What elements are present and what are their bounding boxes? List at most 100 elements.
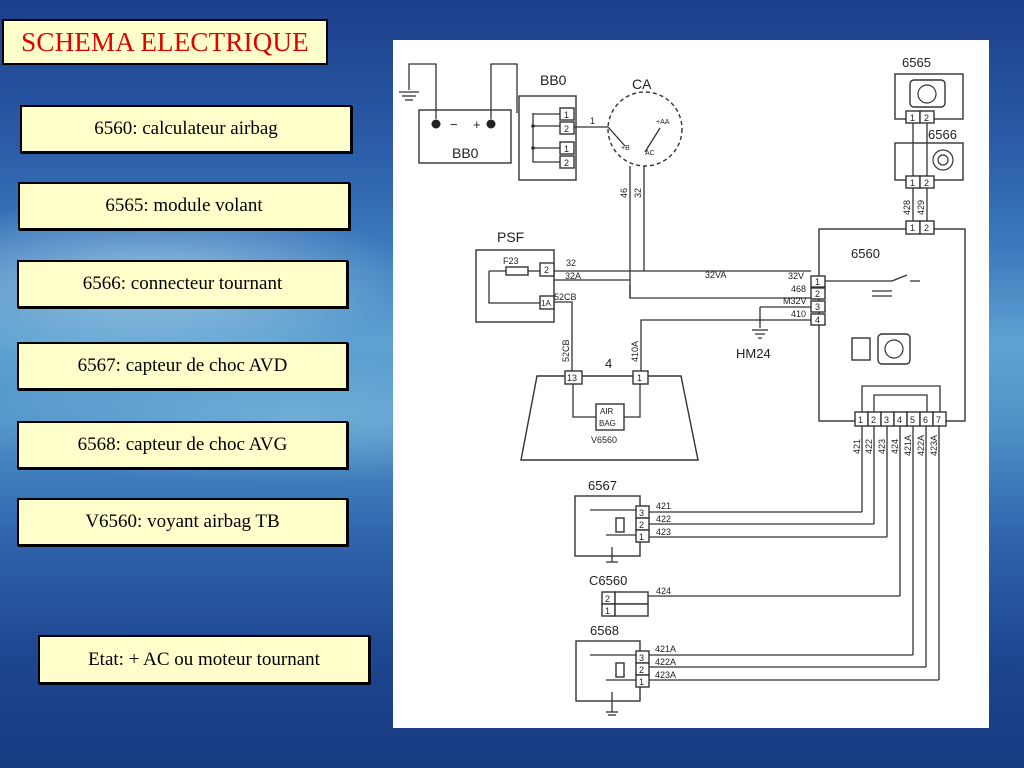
psf-label: PSF	[497, 229, 524, 245]
svg-text:32A: 32A	[565, 271, 581, 281]
legend-6560: 6560: calculateur airbag	[20, 105, 352, 153]
svg-text:3: 3	[639, 653, 644, 663]
svg-text:+AA: +AA	[656, 119, 670, 126]
svg-text:2: 2	[815, 289, 820, 299]
svg-text:5: 5	[910, 415, 915, 425]
svg-text:1A: 1A	[541, 299, 551, 308]
bb0-battery: − + BB0	[418, 109, 512, 164]
svg-text:3: 3	[639, 508, 644, 518]
svg-text:421A: 421A	[655, 644, 676, 654]
svg-text:2: 2	[605, 594, 610, 604]
connector-6566: 6566 1 2	[894, 127, 964, 189]
svg-text:4: 4	[897, 415, 902, 425]
legend-6567: 6567: capteur de choc AVD	[17, 342, 348, 390]
svg-text:46: 46	[619, 188, 629, 198]
slide-title: SCHEMA ELECTRIQUE	[2, 19, 328, 65]
legend-v6560: V6560: voyant airbag TB	[17, 498, 348, 546]
svg-text:BAG: BAG	[599, 419, 616, 428]
legend-6566: 6566: connecteur tournant	[17, 260, 348, 308]
connector-c6560: C6560 2 1	[589, 573, 649, 617]
wiring-diagram: − + BB0 BB0 1 2 1 2 1 CA +AA +B AC	[393, 40, 989, 728]
svg-text:2: 2	[871, 415, 876, 425]
svg-text:M32V: M32V	[783, 296, 807, 306]
svg-text:3: 3	[815, 302, 820, 312]
svg-text:2: 2	[639, 665, 644, 675]
svg-text:410: 410	[791, 309, 806, 319]
bb0-fusebox: BB0 1 2 1 2	[518, 72, 577, 181]
svg-text:32VA: 32VA	[705, 270, 726, 280]
svg-text:428: 428	[902, 200, 912, 215]
svg-text:6567: 6567	[588, 478, 617, 493]
svg-text:4: 4	[815, 315, 820, 325]
svg-text:424: 424	[656, 586, 671, 596]
svg-text:6566: 6566	[928, 127, 957, 142]
svg-text:1: 1	[564, 144, 569, 154]
svg-text:1: 1	[815, 277, 820, 287]
svg-text:1: 1	[590, 116, 595, 126]
svg-text:AIR: AIR	[600, 407, 614, 416]
svg-text:424: 424	[890, 439, 900, 454]
svg-text:1: 1	[605, 606, 610, 616]
svg-text:2: 2	[544, 265, 549, 275]
hm24-label: HM24	[736, 346, 771, 361]
svg-text:429: 429	[916, 200, 926, 215]
svg-text:422: 422	[864, 439, 874, 454]
svg-text:52CB: 52CB	[561, 339, 571, 362]
svg-text:468: 468	[791, 284, 806, 294]
svg-text:1: 1	[910, 178, 915, 188]
svg-text:+B: +B	[621, 145, 630, 152]
v6560-label: V6560	[591, 435, 617, 445]
calculator-6560: 1 2 6560 1 2 3 4 1 2 3 4 5 6 7	[810, 220, 966, 427]
svg-text:2: 2	[639, 520, 644, 530]
svg-text:2: 2	[924, 178, 929, 188]
svg-text:AC: AC	[645, 150, 655, 157]
psf-fusebox: PSF F23 2 1A	[475, 229, 555, 323]
svg-text:13: 13	[567, 373, 577, 383]
svg-text:32: 32	[566, 258, 576, 268]
svg-text:2: 2	[924, 223, 929, 233]
svg-text:423A: 423A	[929, 435, 939, 456]
svg-text:2: 2	[924, 113, 929, 123]
svg-text:1: 1	[639, 532, 644, 542]
svg-text:32: 32	[633, 188, 643, 198]
svg-text:F23: F23	[503, 256, 519, 266]
svg-text:4: 4	[605, 356, 612, 371]
svg-text:1: 1	[639, 677, 644, 687]
svg-text:1: 1	[564, 110, 569, 120]
module-6565: 6565 1 2	[894, 55, 964, 124]
svg-text:423A: 423A	[655, 670, 676, 680]
svg-text:421: 421	[656, 501, 671, 511]
block-4-airbag: 4 13 1 AIR BAG V6560	[520, 356, 699, 461]
svg-text:6568: 6568	[590, 623, 619, 638]
sensor-6568: 6568 3 2 1	[575, 623, 650, 716]
svg-text:7: 7	[936, 415, 941, 425]
svg-text:2: 2	[564, 158, 569, 168]
svg-text:52CB: 52CB	[554, 292, 577, 302]
svg-text:421A: 421A	[903, 435, 913, 456]
svg-text:1: 1	[910, 113, 915, 123]
svg-text:6565: 6565	[902, 55, 931, 70]
svg-text:32V: 32V	[788, 271, 804, 281]
svg-text:410A: 410A	[630, 341, 640, 362]
svg-text:1: 1	[637, 373, 642, 383]
bb0-battery-label: BB0	[452, 145, 479, 161]
svg-text:6560: 6560	[851, 246, 880, 261]
svg-text:1: 1	[910, 223, 915, 233]
svg-text:2: 2	[564, 124, 569, 134]
battery-minus: −	[450, 117, 458, 132]
svg-text:423: 423	[656, 527, 671, 537]
sensor-6567: 6567 3 2 1	[574, 478, 650, 563]
legend-6568: 6568: capteur de choc AVG	[17, 421, 348, 469]
svg-text:1: 1	[858, 415, 863, 425]
svg-text:421: 421	[852, 439, 862, 454]
svg-text:C6560: C6560	[589, 573, 627, 588]
legend-6565: 6565: module volant	[18, 182, 350, 230]
svg-text:3: 3	[884, 415, 889, 425]
svg-text:422A: 422A	[655, 657, 676, 667]
ca-label: CA	[632, 76, 652, 92]
battery-plus: +	[473, 117, 481, 132]
state-box: Etat: + AC ou moteur tournant	[38, 635, 370, 684]
svg-text:6: 6	[923, 415, 928, 425]
svg-text:422A: 422A	[916, 435, 926, 456]
svg-text:423: 423	[877, 439, 887, 454]
